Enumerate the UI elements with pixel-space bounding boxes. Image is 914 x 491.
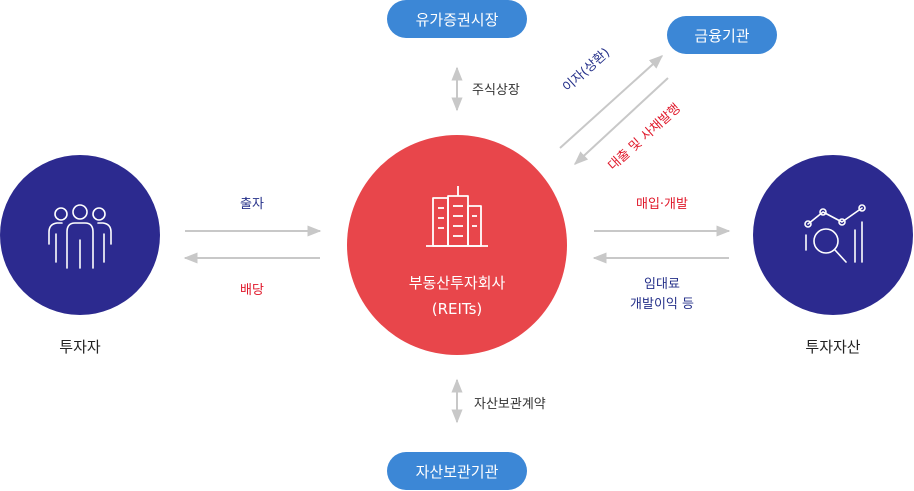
custody-contract-label: 자산보관계약 <box>474 397 546 412</box>
listing-label: 주식상장 <box>472 83 520 98</box>
rent-label-line2: 개발이익 등 <box>630 297 694 312</box>
rent-label: 임대료 개발이익 등 <box>600 275 724 315</box>
reits-title: 부동산투자회사 (REITs) <box>347 270 567 322</box>
reits-circle <box>347 135 567 355</box>
reits-abbr: (REITs) <box>431 300 483 318</box>
custodian-pill: 자산보관기관 <box>387 452 527 490</box>
people-icon <box>48 204 112 269</box>
investment-label: 출자 <box>240 197 264 212</box>
interest-arrow <box>559 55 664 149</box>
loan-label: 대출 및 사채발행 <box>605 100 684 173</box>
interest-label: 이자(상환) <box>560 45 613 95</box>
financial-institution-pill: 금융기관 <box>667 16 777 54</box>
reits-name: 부동산투자회사 <box>408 274 506 292</box>
securities-market-pill: 유가증권시장 <box>387 0 527 38</box>
building-icon <box>426 186 488 247</box>
investor-label: 투자자 <box>59 338 101 356</box>
asset-circle <box>753 155 913 315</box>
asset-label: 투자자산 <box>805 338 861 356</box>
loan-arrow <box>573 77 669 165</box>
rent-label-line1: 임대료 <box>644 277 680 292</box>
chart-analysis-icon <box>804 204 866 263</box>
investor-circle <box>0 155 160 315</box>
acquisition-label: 매입·개발 <box>636 197 688 212</box>
dividend-label: 배당 <box>240 283 264 298</box>
